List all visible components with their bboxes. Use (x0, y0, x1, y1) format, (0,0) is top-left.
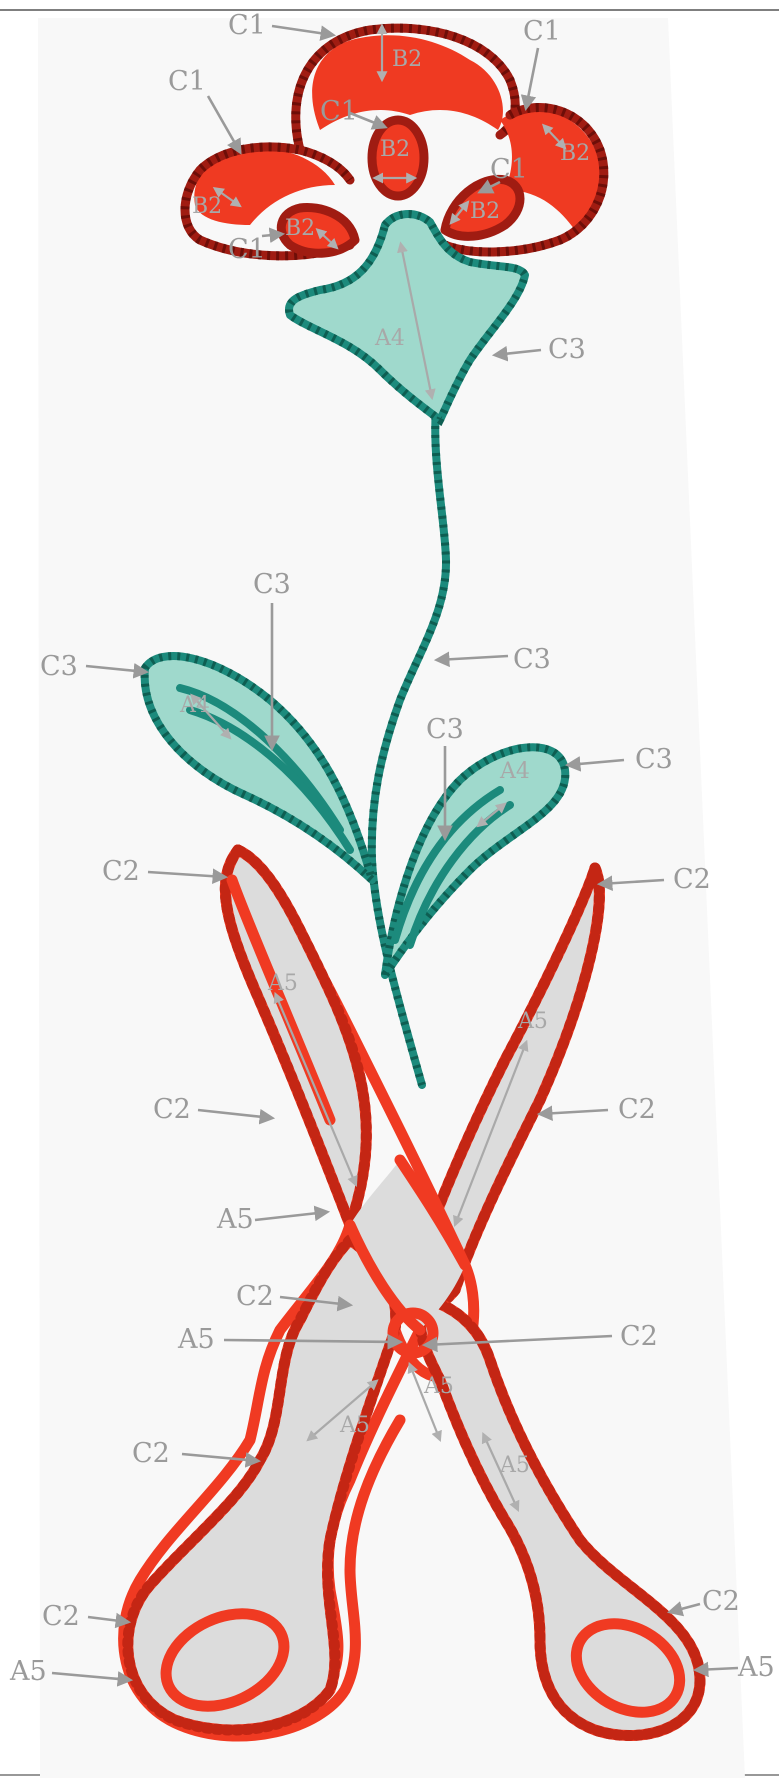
label-c1-inner-right: C1 (490, 154, 528, 185)
label-c1-top: C1 (228, 10, 266, 41)
label-a5-ring-left: A5 (9, 1656, 47, 1687)
label-a5-handle-center: A5 (339, 1413, 370, 1438)
label-c1-right: C1 (523, 16, 561, 47)
label-a5-handle-left: A5 (423, 1374, 454, 1399)
label-c2-ring-left: C2 (42, 1601, 80, 1632)
label-c1-left: C1 (168, 66, 206, 97)
label-c1-inner-center: C1 (320, 96, 358, 127)
label-c2-pivot: C2 (620, 1321, 658, 1352)
label-c2-left-blade-mid: C2 (153, 1094, 191, 1125)
label-c3-leaf-left-outer: C3 (40, 651, 78, 682)
label-c2-left-blade-inner: C2 (236, 1281, 274, 1312)
label-a4-leaf-right: A4 (499, 759, 530, 784)
label-b2-right: B2 (560, 141, 590, 166)
label-b2-inner-right: B2 (470, 199, 500, 224)
label-c3-stem: C3 (513, 644, 551, 675)
label-a5-pivot: A5 (177, 1324, 215, 1355)
label-c3-leaf-right-outer: C3 (635, 744, 673, 775)
label-b2-top: B2 (392, 47, 422, 72)
label-a5-left-blade-lower: A5 (216, 1204, 254, 1235)
label-a5-right-blade: A5 (517, 1009, 548, 1034)
label-c2-left-blade-tip: C2 (102, 856, 140, 887)
label-c2-ring-right: C2 (702, 1586, 740, 1617)
label-b2-center: B2 (380, 137, 410, 162)
label-c1-inner-left: C1 (228, 234, 266, 265)
label-a4-leaf-left: A4 (179, 693, 210, 718)
label-c2-right-blade-mid: C2 (618, 1094, 656, 1125)
label-b2-left: B2 (192, 194, 222, 219)
label-c2-right-blade-tip: C2 (673, 864, 711, 895)
label-a4-calyx: A4 (374, 326, 405, 351)
label-a5-left-blade: A5 (267, 971, 298, 996)
label-b2-inner-left: B2 (285, 216, 315, 241)
label-a5-handle-right: A5 (499, 1453, 530, 1478)
label-a5-ring-right: A5 (737, 1652, 775, 1683)
label-c2-handle-left: C2 (132, 1438, 170, 1469)
label-c3-leaf-right-inner: C3 (426, 714, 464, 745)
label-c3-leaf-left-top: C3 (253, 569, 291, 600)
label-c3-calyx: C3 (548, 334, 586, 365)
